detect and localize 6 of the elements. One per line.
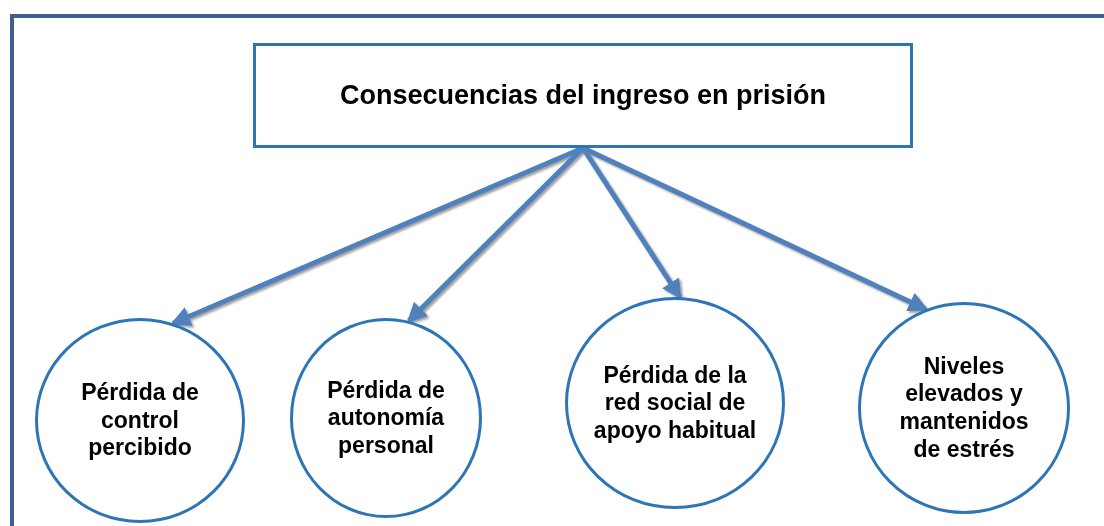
title-box [253, 43, 913, 148]
node-label: Niveles elevados y mantenidos de estrés [898, 352, 1030, 464]
node-label: Pérdida de la red social de apoyo habitual [592, 361, 758, 445]
title-text: Consecuencias del ingreso en prisión [339, 79, 827, 112]
node-label: Pérdida de autonomía personal [326, 376, 446, 460]
node-label: Pérdida de control percibido [80, 379, 200, 462]
